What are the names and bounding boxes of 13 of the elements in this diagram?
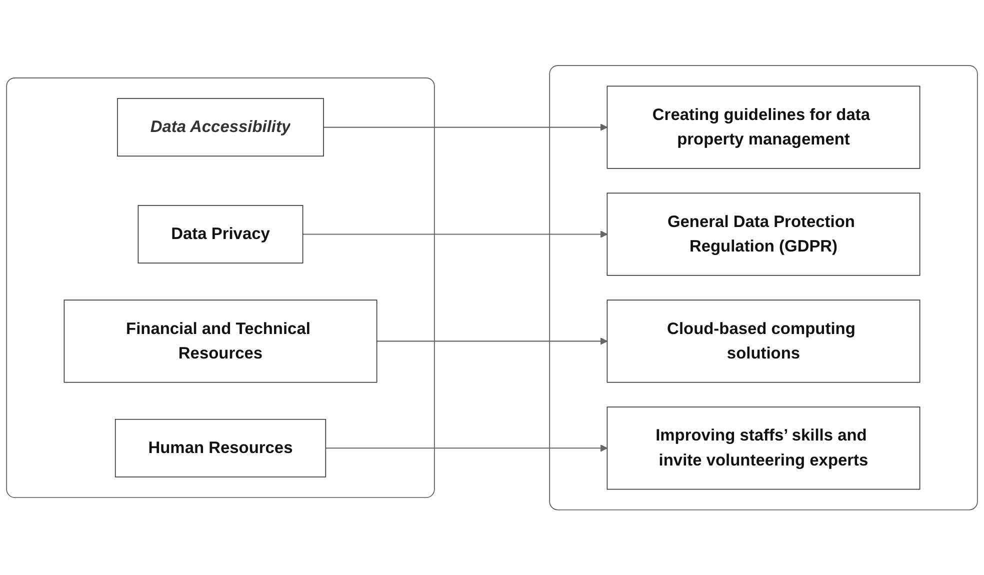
node-box: General Data Protection Regulation (GDPR) [606, 192, 920, 276]
cluster [549, 64, 978, 510]
node-box: Human Resources [114, 418, 326, 478]
node-box: Data Privacy [138, 204, 304, 264]
arrow [324, 123, 608, 131]
node-box: Financial and Technical Resources [64, 299, 378, 383]
arrow [376, 337, 608, 345]
node-box: Creating guidelines for data property management [606, 86, 920, 169]
node-box: Improving staffs’ skills and invite volunteering experts [606, 406, 920, 490]
arrow [326, 444, 608, 452]
node-box: Cloud-based computing solutions [606, 299, 920, 383]
arrow [302, 230, 608, 238]
cluster [6, 77, 435, 498]
